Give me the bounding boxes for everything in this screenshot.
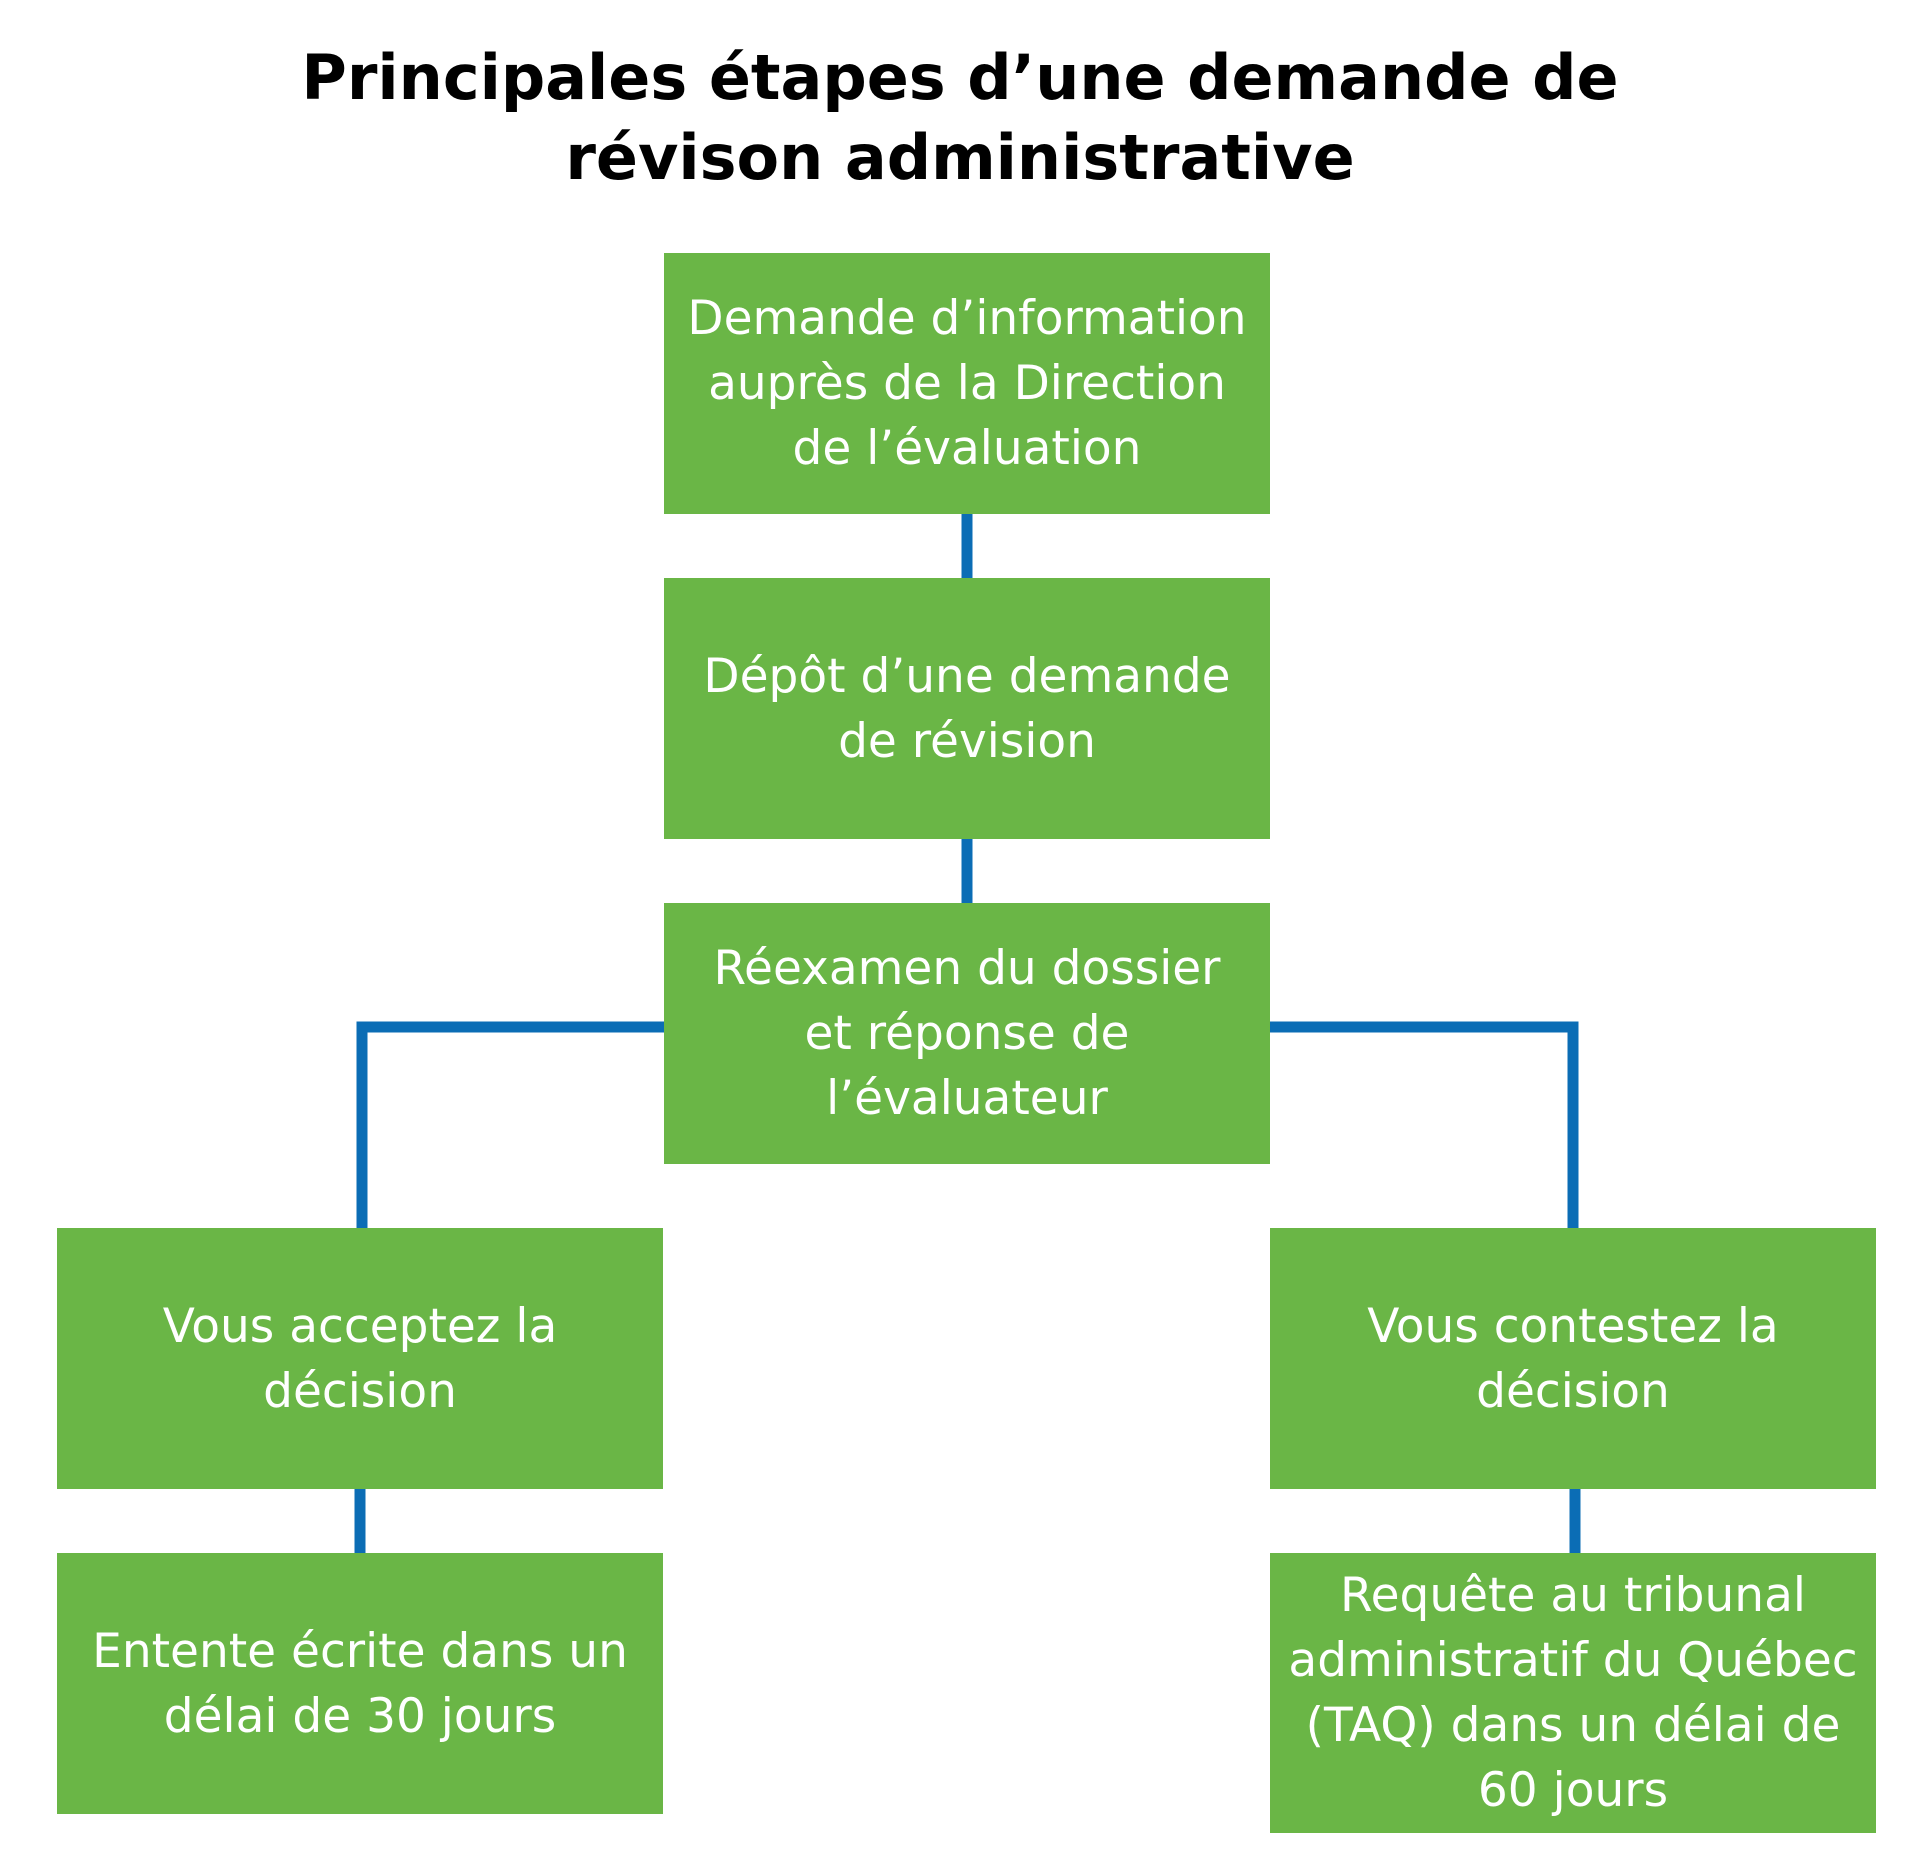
- connector-step3-accept: [356, 1021, 664, 1228]
- step-file-reexamination: Réexamen du dossier et réponse de l’éval…: [664, 903, 1270, 1164]
- step-review-request-filing-label: Dépôt d’une demande de révision: [703, 648, 1231, 769]
- step-written-agreement: Entente écrite dans un délai de 30 jours: [57, 1553, 663, 1814]
- step-taq-request-label: Requête au tribunal administratif du Qué…: [1288, 1568, 1858, 1818]
- step-accept-decision-label: Vous acceptez la décision: [162, 1298, 558, 1419]
- diagram-title-line-2: révison administrative: [565, 121, 1355, 194]
- step-information-request-label: Demande d’information auprès de la Direc…: [687, 291, 1247, 476]
- step-accept-decision: Vous acceptez la décision: [57, 1228, 663, 1489]
- step-contest-decision: Vous contestez la décision: [1270, 1228, 1876, 1489]
- step-information-request: Demande d’information auprès de la Direc…: [664, 253, 1270, 514]
- step-file-reexamination-label: Réexamen du dossier et réponse de l’éval…: [713, 941, 1221, 1126]
- step-written-agreement-label: Entente écrite dans un délai de 30 jours: [92, 1623, 628, 1744]
- step-contest-decision-label: Vous contestez la décision: [1367, 1298, 1779, 1419]
- diagram-title: Principales étapes d’une demande de révi…: [0, 38, 1920, 198]
- step-review-request-filing: Dépôt d’une demande de révision: [664, 578, 1270, 839]
- diagram-title-line-1: Principales étapes d’une demande de: [301, 41, 1619, 114]
- connector-step3-contest: [1270, 1021, 1579, 1228]
- step-taq-request: Requête au tribunal administratif du Qué…: [1270, 1553, 1876, 1833]
